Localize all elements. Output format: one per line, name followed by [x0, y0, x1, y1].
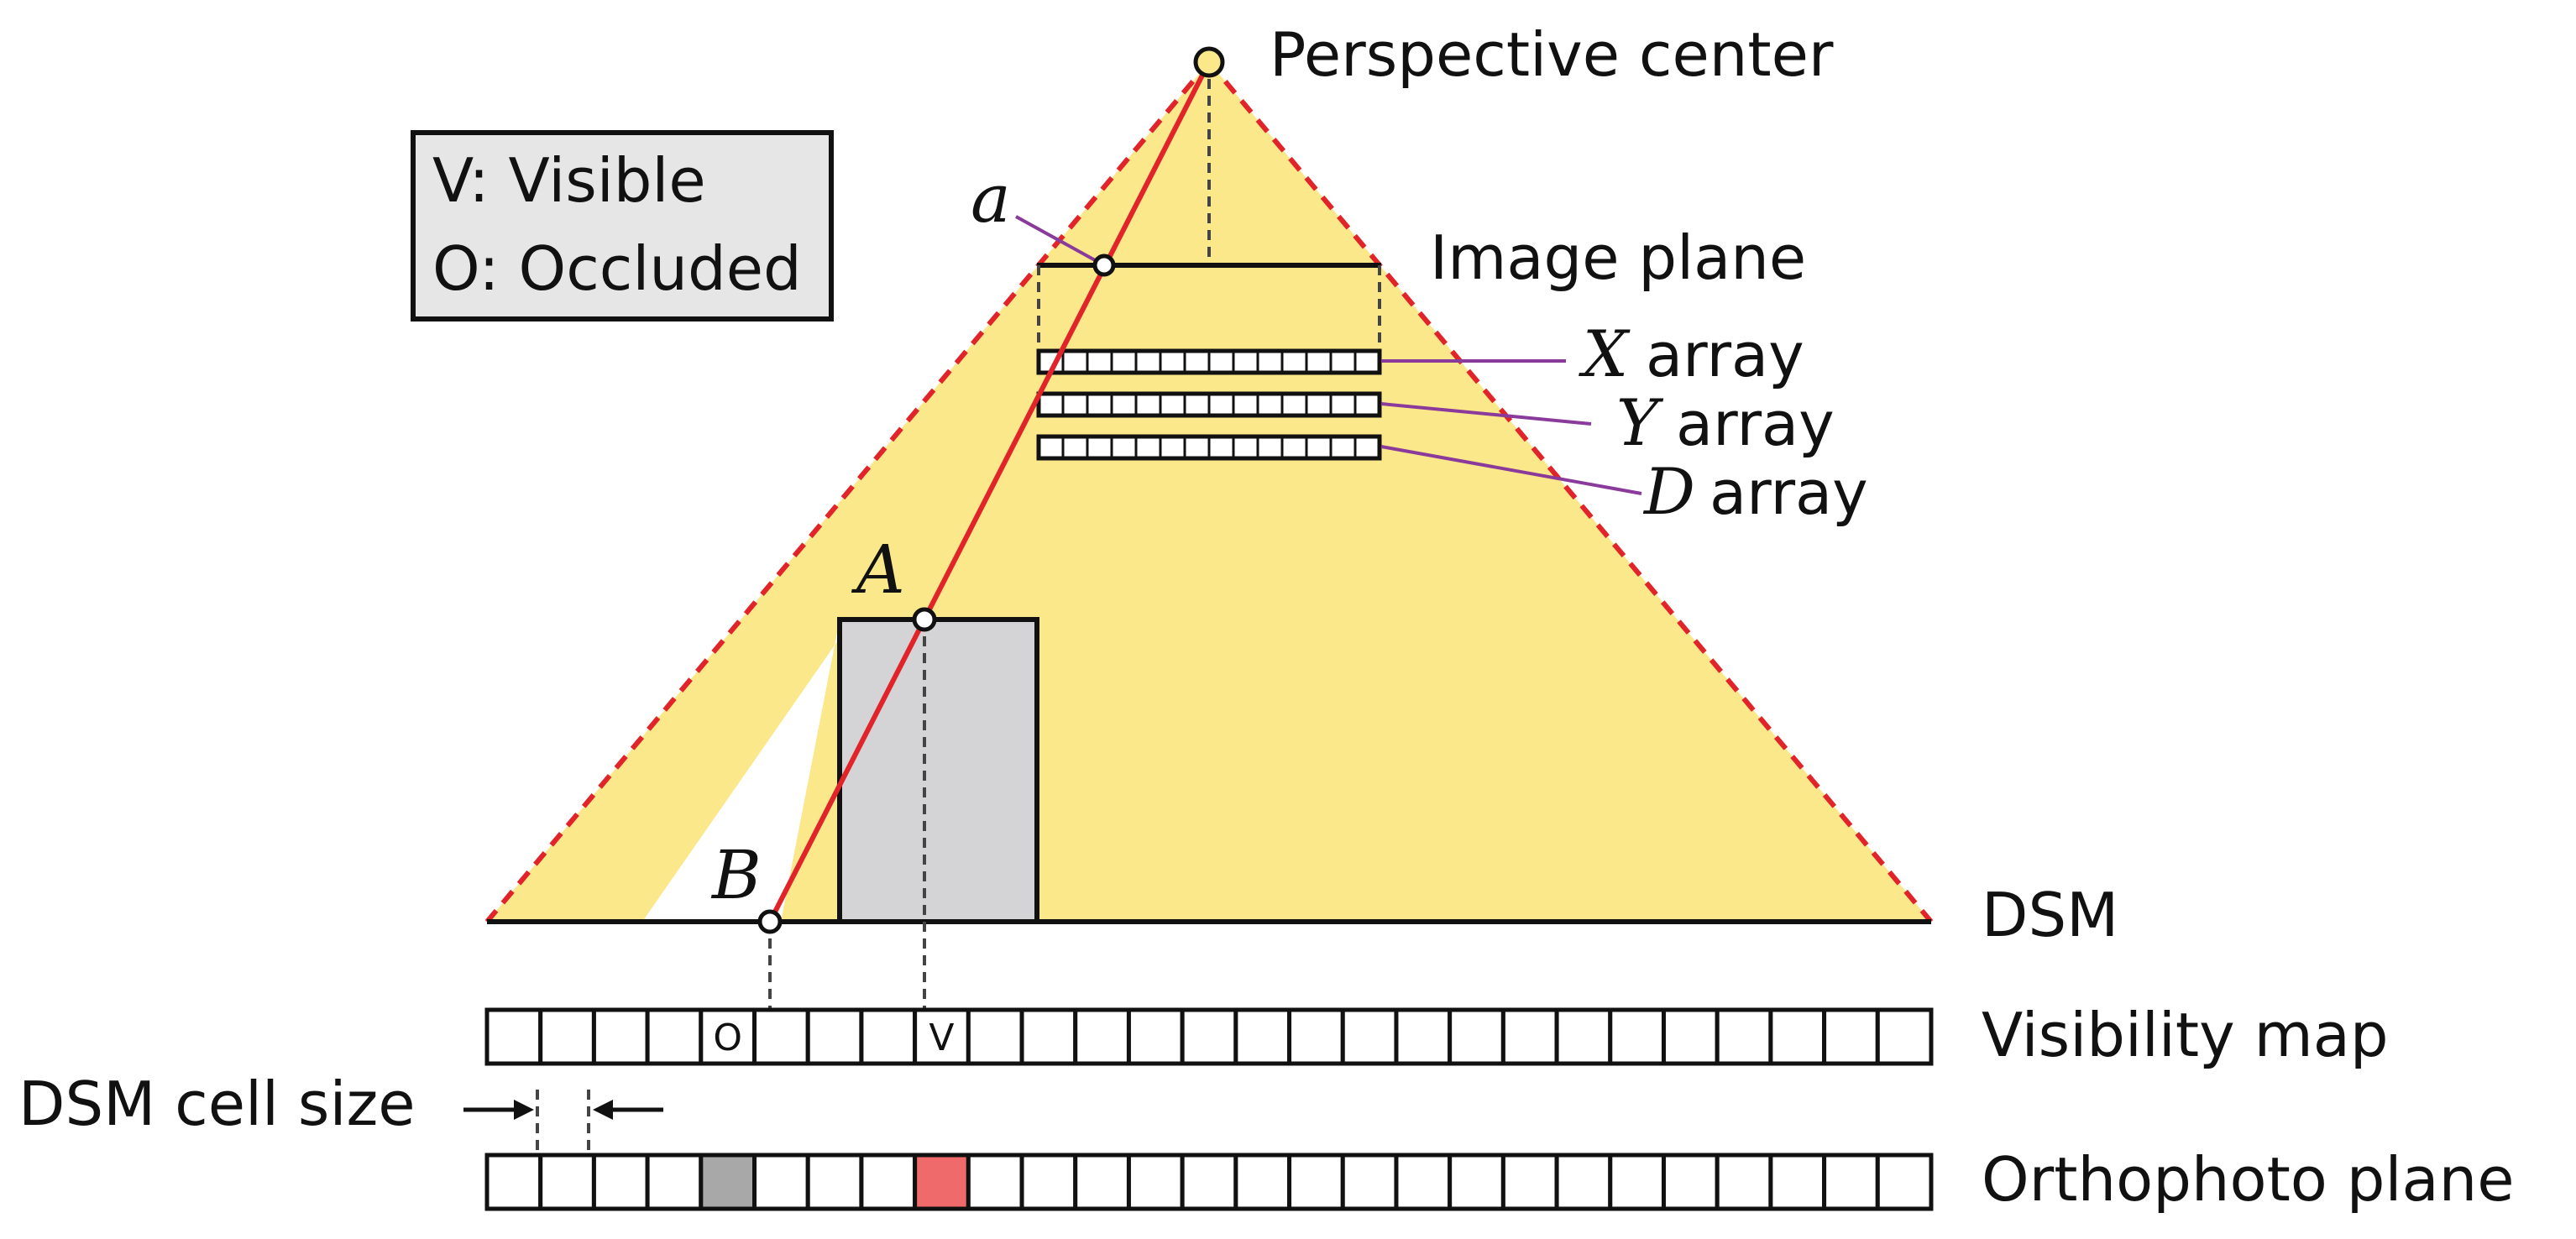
vis-row-cell [591, 1007, 650, 1066]
ortho-row-cell [1554, 1153, 1613, 1211]
orthophoto-row [484, 1153, 1934, 1211]
orthophoto-plane-label: Orthophoto plane [1982, 1144, 2515, 1215]
ortho-row-cell [1019, 1153, 1078, 1211]
legend-occluded: O: Occluded [432, 233, 802, 304]
ortho-row-cell [1608, 1153, 1666, 1211]
leader-a [1015, 215, 1105, 267]
vis-row-cell [1126, 1007, 1185, 1066]
vis-row-cell [1019, 1007, 1078, 1066]
d-array-label: array [1709, 457, 1868, 528]
pyramid-edge-left [484, 60, 1212, 923]
leader-y-array [1380, 402, 1592, 426]
ortho-row-cell [1340, 1153, 1399, 1211]
vis-row-cell [1875, 1007, 1934, 1066]
visibility-cell-mark: O [713, 1017, 742, 1059]
occluded-shadow-region [642, 620, 840, 922]
ortho-row-cell [484, 1153, 543, 1211]
vis-row-cell [1608, 1007, 1666, 1066]
vis-row-cell [1340, 1007, 1399, 1066]
ortho-row-cell [1715, 1153, 1773, 1211]
point-B-label: B [710, 836, 762, 914]
cell-size-arrowhead-left [514, 1100, 534, 1120]
vis-row-cell [1661, 1007, 1720, 1066]
vis-row-cell [1500, 1007, 1559, 1066]
vis-row-cell [1822, 1007, 1880, 1066]
ortho-row-cell [1822, 1153, 1880, 1211]
x-array-label: array [1646, 320, 1804, 390]
legend-box [411, 130, 834, 322]
vis-row-cell [645, 1007, 704, 1066]
dsm-cell-size-label: DSM cell size [18, 1069, 416, 1139]
x-array-var: X [1579, 316, 1631, 391]
ortho-row-cell [966, 1153, 1024, 1211]
ortho-row-cell [752, 1153, 810, 1211]
point-a-label: a [971, 159, 1011, 238]
vis-row-cell [805, 1007, 864, 1066]
vis-row-cell [1233, 1007, 1292, 1066]
point-A-label: A [851, 531, 905, 609]
ortho-row-cell [1073, 1153, 1131, 1211]
y-array-var: Y [1616, 385, 1664, 460]
ortho-row-cell [1768, 1153, 1827, 1211]
vis-row-cell [859, 1007, 918, 1066]
ortho-row-cell [591, 1153, 650, 1211]
ortho-row-cell [1448, 1153, 1505, 1211]
vis-row-cell [1768, 1007, 1827, 1066]
ortho-row-cell [1180, 1153, 1238, 1211]
image-plane-label: Image plane [1430, 222, 1806, 293]
vis-row-cell [752, 1007, 810, 1066]
point-A-marker [912, 607, 937, 632]
vis-row-cell [966, 1007, 1024, 1066]
vis-row-cell [1394, 1007, 1453, 1066]
ortho-row-cell [1661, 1153, 1720, 1211]
vis-row-cell [1554, 1007, 1613, 1066]
ortho-row-cell [538, 1153, 596, 1211]
vis-row-cell [538, 1007, 596, 1066]
d-array-var: D [1642, 454, 1695, 529]
ortho-row-cell [1394, 1153, 1453, 1211]
light-ray [767, 60, 1212, 923]
ortho-row-cell [1500, 1153, 1559, 1211]
leader-d-array [1380, 445, 1642, 495]
vis-row-cell [1287, 1007, 1345, 1066]
vis-row-cell [1073, 1007, 1131, 1066]
vis-row-cell [484, 1007, 543, 1066]
vis-row-cell [1180, 1007, 1238, 1066]
visibility-cell-mark: V [929, 1017, 954, 1059]
vis-row-cell [1448, 1007, 1505, 1066]
ortho-row-cell [1126, 1153, 1185, 1211]
vis-row-cell [1715, 1007, 1773, 1066]
ortho-row-cell [699, 1153, 757, 1211]
ortho-row-cell [805, 1153, 864, 1211]
cell-size-arrowhead-right [593, 1100, 613, 1120]
ortho-row-cell [645, 1153, 704, 1211]
image-arrays [1036, 348, 1382, 461]
visibility-map-label: Visibility map [1982, 1000, 2389, 1070]
ortho-row-cell [1875, 1153, 1934, 1211]
ortho-row-cell [1233, 1153, 1292, 1211]
ortho-row-cell [1287, 1153, 1345, 1211]
pyramid-edge-right [1207, 60, 1934, 923]
perspective-center-point [1193, 46, 1225, 78]
ortho-row-cell [859, 1153, 918, 1211]
ortho-row-cell [913, 1153, 971, 1211]
dsm-label: DSM [1982, 880, 2118, 950]
point-a-marker [1092, 254, 1116, 277]
building [837, 617, 1039, 924]
legend-visible: V: Visible [432, 145, 706, 216]
point-B-marker [757, 909, 783, 934]
perspective-center-label: Perspective center [1270, 19, 1834, 90]
y-array-label: array [1676, 389, 1835, 459]
